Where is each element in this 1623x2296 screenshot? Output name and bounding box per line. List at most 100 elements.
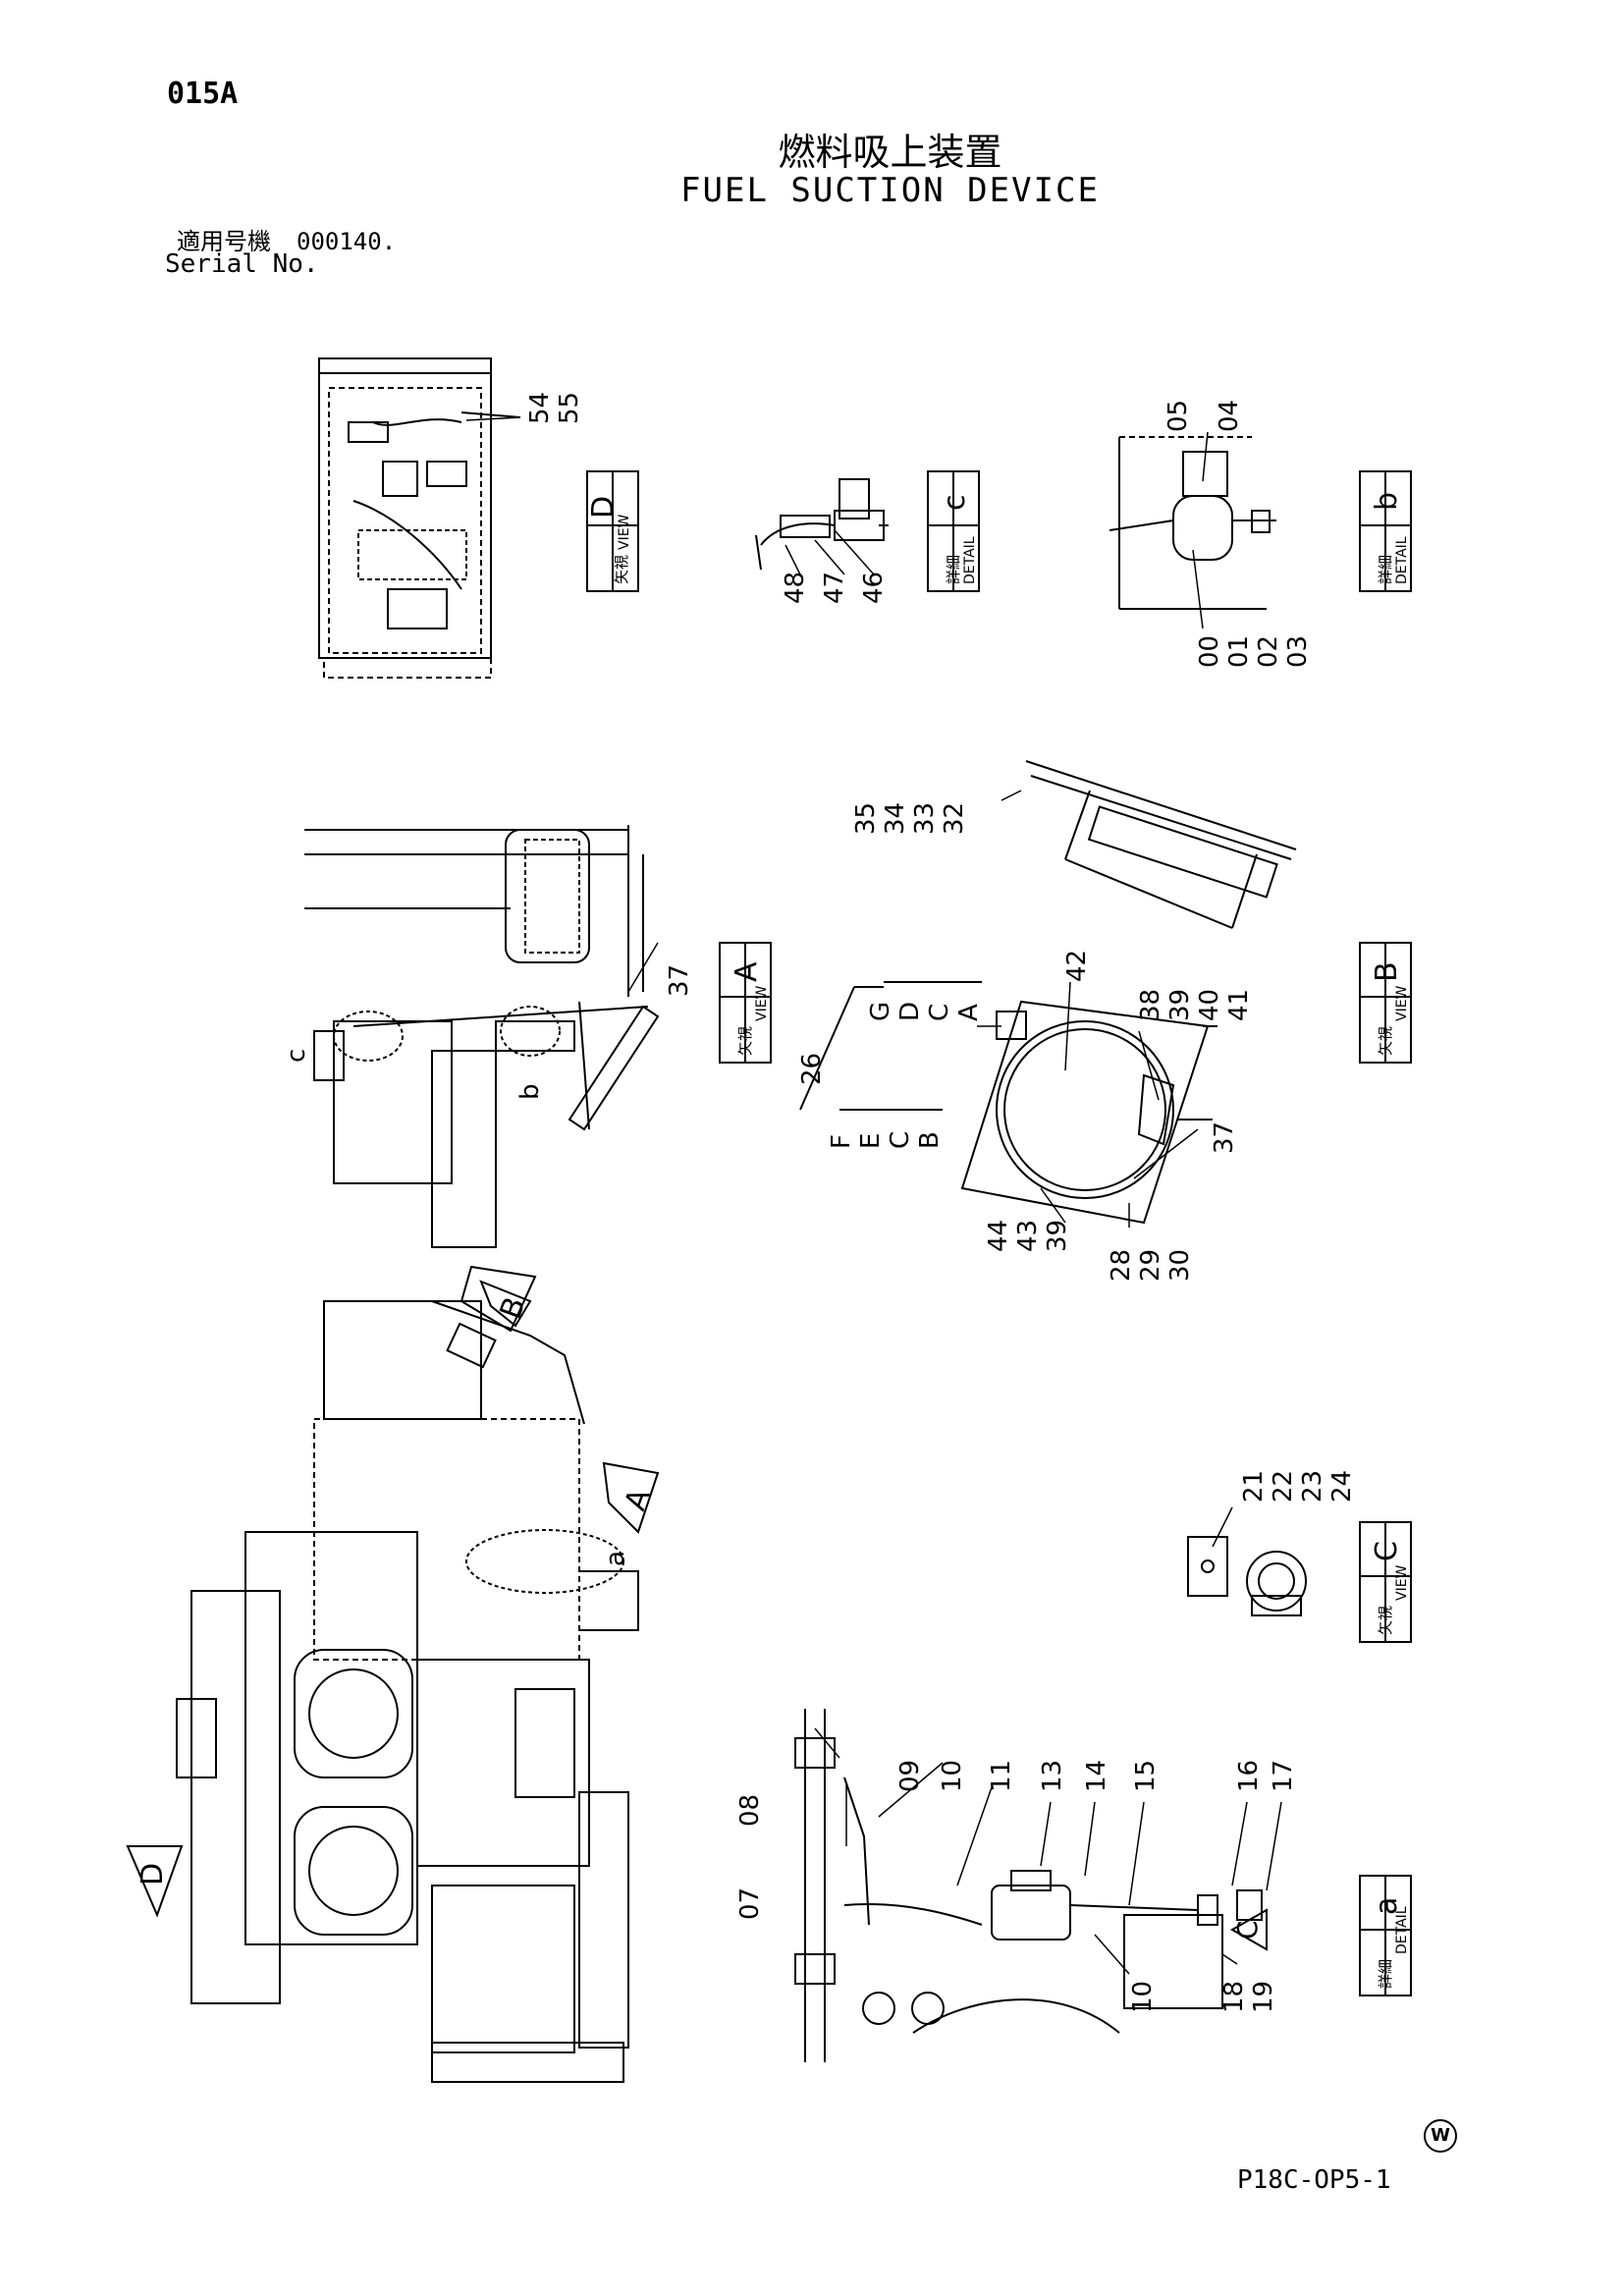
callout-10-top: 10	[938, 1760, 967, 1792]
callout-07: 07	[735, 1887, 765, 1920]
callout-47: 47	[820, 572, 849, 604]
callout-22: 22	[1269, 1470, 1298, 1503]
callout-32: 32	[940, 802, 969, 835]
callout-16: 16	[1234, 1760, 1264, 1792]
letter-c: C	[925, 1004, 954, 1021]
callout-39-upper: 39	[1165, 989, 1195, 1021]
detail-b-label	[1359, 470, 1412, 592]
view-b-label	[1359, 942, 1412, 1064]
callout-04: 04	[1215, 400, 1244, 432]
callout-15: 15	[1131, 1760, 1161, 1792]
view-c-label-jp: 矢視	[1377, 1606, 1394, 1635]
view-d-label-jp: 矢視	[613, 555, 630, 584]
callout-35: 35	[851, 802, 881, 835]
detail-a-label-en: DETAIL	[1394, 1906, 1410, 1954]
callout-34: 34	[881, 802, 910, 835]
page-number: 015A	[167, 77, 239, 111]
callout-21: 21	[1239, 1470, 1269, 1503]
callout-43: 43	[1013, 1220, 1043, 1252]
view-c-label	[1359, 1521, 1412, 1643]
callout-09: 09	[895, 1760, 925, 1792]
callout-42: 42	[1062, 950, 1092, 982]
callout-08: 08	[735, 1794, 765, 1827]
view-d-label	[586, 470, 639, 592]
detail-a-letter: a	[1370, 1897, 1404, 1915]
view-d-letter: D	[586, 496, 621, 519]
arrow-c-letter: C	[1231, 1920, 1264, 1940]
detail-c-letter: c	[938, 495, 972, 512]
view-d-label-en: VIEW	[617, 514, 632, 550]
detail-b-letter: b	[1370, 492, 1404, 511]
detail-a-drawing	[794, 1709, 1268, 2062]
detail-b-label-en: DETAIL	[1394, 536, 1410, 584]
callout-23: 23	[1298, 1470, 1327, 1503]
detail-a-label	[1359, 1875, 1412, 1996]
view-c-drawing	[1187, 1536, 1307, 1616]
main-plan-view	[176, 1300, 639, 2083]
callout-30: 30	[1165, 1249, 1195, 1282]
callout-41: 41	[1224, 989, 1254, 1021]
view-c-label-en: VIEW	[1394, 1564, 1410, 1601]
callout-37-view-b: 37	[1210, 1121, 1239, 1154]
callout-11: 11	[987, 1760, 1016, 1792]
callout-48: 48	[781, 572, 810, 604]
view-a-arrow	[602, 1461, 660, 1534]
detail-a-label-jp: 詳細	[1377, 1959, 1394, 1989]
drawing-code: P18C-OP5-1	[1237, 2165, 1391, 2195]
letter-c-small: c	[282, 1049, 311, 1063]
callout-19: 19	[1249, 1981, 1278, 2013]
callout-13: 13	[1038, 1760, 1067, 1792]
view-b-label-en: VIEW	[1394, 985, 1410, 1021]
view-a-label-en: VIEW	[754, 985, 770, 1021]
callout-38: 38	[1136, 989, 1165, 1021]
view-a-drawing	[304, 825, 660, 1248]
callout-05: 05	[1163, 400, 1193, 432]
letter-b: B	[915, 1131, 945, 1149]
page-title-english: FUEL SUCTION DEVICE	[680, 171, 1100, 210]
view-b-letter: B	[1370, 961, 1404, 982]
callout-18: 18	[1219, 1981, 1249, 2013]
letter-g: G	[866, 1002, 895, 1021]
callout-37-view-a: 37	[665, 964, 694, 997]
leader-lines	[465, 416, 1282, 1975]
reference-bracket	[799, 981, 982, 1111]
detail-c-drawing	[755, 478, 889, 571]
callout-14: 14	[1082, 1760, 1111, 1792]
letter-b-small: b	[515, 1083, 545, 1100]
callout-39-lower: 39	[1043, 1220, 1072, 1252]
letter-a-small: a	[601, 1551, 630, 1566]
watermark-w-icon: W	[1424, 2119, 1457, 2153]
bracket-detail-drawing	[1025, 760, 1297, 929]
callout-55: 55	[555, 392, 584, 424]
detail-c-label-en: DETAIL	[962, 536, 978, 584]
arrow-b-letter: B	[494, 1292, 533, 1323]
view-d-drawing	[318, 357, 521, 679]
view-b-label-jp: 矢視	[1377, 1026, 1394, 1056]
callout-44: 44	[984, 1220, 1013, 1252]
serial-label-jp-text: 適用号機	[177, 228, 271, 255]
letter-d: D	[895, 1002, 925, 1021]
callout-10-bottom: 10	[1128, 1981, 1158, 2013]
letter-a: A	[954, 1004, 984, 1021]
detail-b-label-jp: 詳細	[1377, 555, 1394, 584]
callout-46: 46	[859, 572, 889, 604]
arrow-d-letter: D	[135, 1863, 170, 1886]
callout-28: 28	[1107, 1249, 1136, 1282]
callout-03: 03	[1283, 635, 1313, 668]
detail-b-drawing	[1109, 436, 1276, 610]
callout-02: 02	[1254, 635, 1283, 668]
page-title-japanese: 燃料吸上装置	[778, 131, 1002, 174]
view-d-arrow	[126, 1845, 184, 1918]
callout-17: 17	[1269, 1760, 1298, 1792]
serial-label-english: Serial No.	[165, 249, 319, 279]
callout-01: 01	[1224, 635, 1254, 668]
callout-numbers: 54 55 矢視 VIEW D 48 47 46 詳細 DETAIL c 05 …	[135, 392, 1410, 2013]
callout-29: 29	[1136, 1249, 1165, 1282]
callout-24: 24	[1327, 1470, 1357, 1503]
view-b-arrow	[460, 1265, 537, 1333]
callout-26: 26	[797, 1053, 827, 1085]
letter-f: F	[827, 1134, 856, 1149]
callout-40: 40	[1195, 989, 1224, 1021]
